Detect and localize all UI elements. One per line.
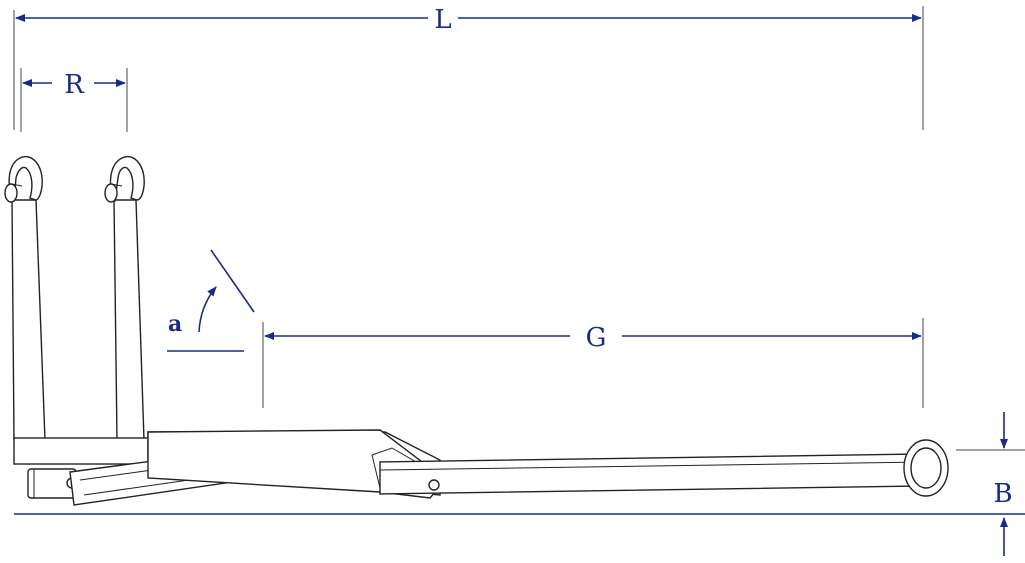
dimension-g: G [262, 318, 924, 408]
right-arm-post [113, 199, 145, 441]
g-label: G [586, 323, 607, 353]
left-hook-pin [4, 183, 18, 203]
dimension-b: B [956, 412, 1025, 556]
left-hook [8, 155, 43, 203]
base-frame [13, 437, 150, 465]
angle-label: a [168, 311, 182, 337]
dimension-r: R [20, 68, 128, 132]
angle-ray [210, 249, 255, 313]
dimension-l: L [13, 5, 924, 130]
b-label: B [993, 479, 1012, 509]
right-hook-pin-edge [110, 183, 123, 187]
end-roller [903, 439, 949, 497]
r-label: R [64, 70, 85, 100]
boom-tube [379, 453, 923, 495]
left-hook-arm [4, 155, 46, 441]
main-boom [147, 429, 923, 499]
right-hook-arm [104, 155, 145, 441]
angle-indicator: a [167, 249, 255, 352]
boom-tube-line [379, 461, 923, 471]
boom-pivot-pin [428, 479, 440, 491]
hooklift-mechanism [4, 155, 949, 506]
l-label: L [434, 5, 451, 35]
roller-inner [910, 447, 942, 489]
right-hook-pin [104, 183, 118, 203]
angle-arc-arrow [198, 286, 217, 333]
left-hook-pin-edge [10, 183, 23, 187]
left-arm-post [11, 199, 46, 441]
right-hook [109, 155, 145, 203]
